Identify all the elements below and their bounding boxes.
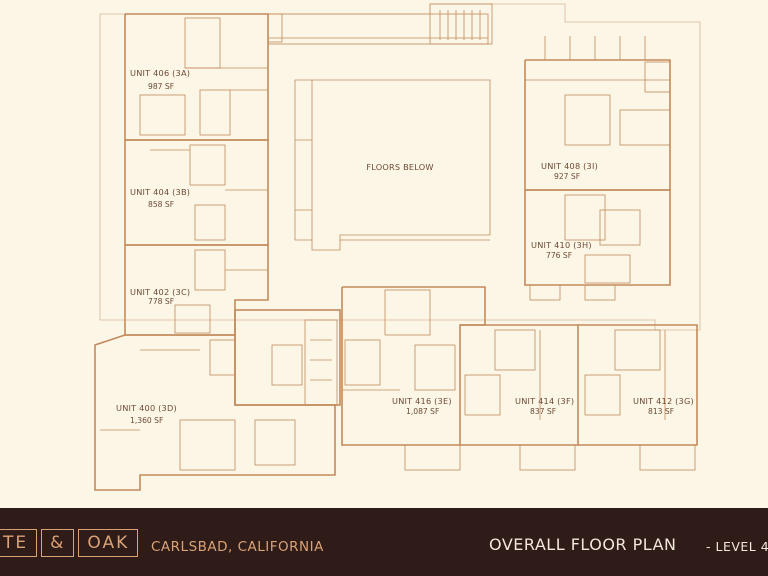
unit-414-area: 837 SF [530, 407, 556, 416]
unit-412-walls [578, 324, 698, 471]
unit-400-name: UNIT 400 (3D) [116, 403, 177, 413]
unit-410-area: 776 SF [546, 251, 572, 260]
unit-404-name: UNIT 404 (3B) [130, 187, 190, 197]
unit-408-name: UNIT 408 (3I) [541, 161, 598, 171]
logo-ampersand: & [41, 529, 75, 557]
stair-core [234, 309, 341, 406]
plan-title: OVERALL FLOOR PLAN [489, 535, 677, 554]
floors-below-structure [295, 80, 490, 241]
unit-404-area: 858 SF [148, 200, 174, 209]
unit-406-name: UNIT 406 (3A) [130, 68, 190, 78]
unit-410-walls [524, 189, 671, 301]
unit-406-area: 987 SF [148, 82, 174, 91]
unit-416-name: UNIT 416 (3E) [392, 396, 452, 406]
top-corridor [267, 3, 493, 45]
unit-410-name: UNIT 410 (3H) [531, 240, 592, 250]
unit-402-name: UNIT 402 (3C) [130, 287, 190, 297]
floors-below-label: FLOORS BELOW [366, 162, 433, 172]
unit-416-walls [341, 286, 486, 471]
unit-414-walls [460, 324, 579, 471]
floor-plan: FLOORS BELOW UNIT 406 (3A) 987 SF UNIT 4… [94, 3, 701, 491]
logo-word-right: OAK [78, 529, 139, 557]
unit-408-area: 927 SF [554, 172, 580, 181]
unit-402-area: 778 SF [148, 297, 174, 306]
unit-400-area: 1,360 SF [130, 416, 163, 425]
unit-412-area: 813 SF [648, 407, 674, 416]
floors-below-area [294, 79, 491, 251]
level-label: - LEVEL 4 [706, 539, 768, 554]
brand-logo: TE & OAK [0, 529, 142, 557]
unit-416-area: 1,087 SF [406, 407, 439, 416]
footer-bar: TE & OAK CARLSBAD, CALIFORNIA OVERALL FL… [0, 508, 768, 576]
logo-word-left: TE [0, 529, 38, 557]
location-text: CARLSBAD, CALIFORNIA [151, 539, 324, 555]
unit-414-name: UNIT 414 (3F) [515, 396, 574, 406]
unit-412-name: UNIT 412 (3G) [633, 396, 694, 406]
